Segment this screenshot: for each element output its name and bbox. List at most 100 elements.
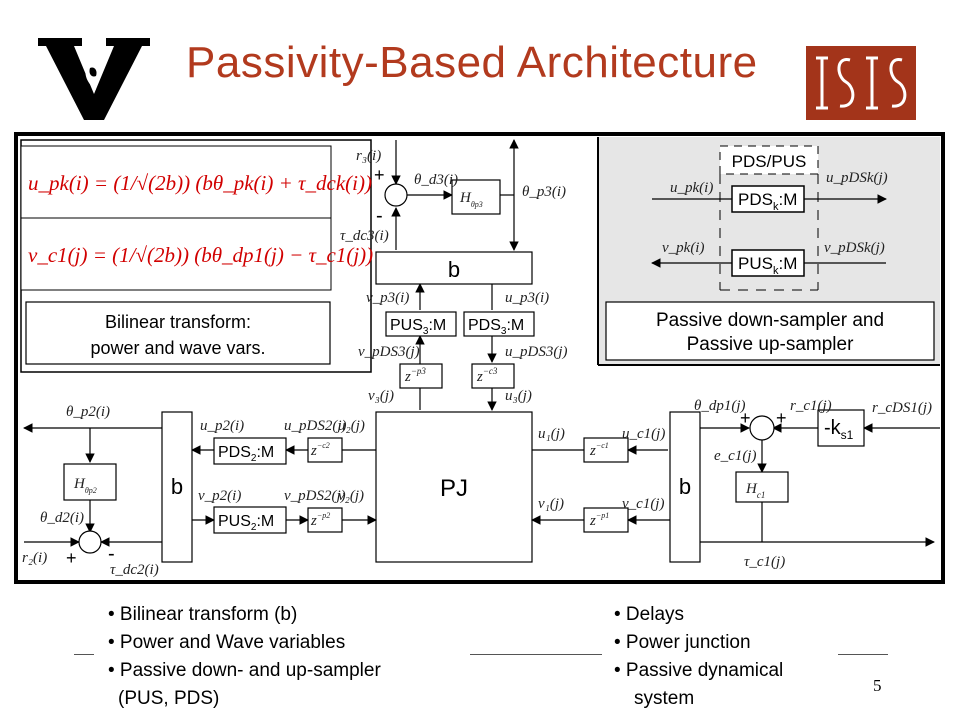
b-block-left xyxy=(161,411,193,563)
svg-text:θ_d2(i): θ_d2(i) xyxy=(40,510,84,526)
inset-caption-line1: Passive down-sampler and xyxy=(656,310,884,331)
svg-text:u_p3(i): u_p3(i) xyxy=(505,290,549,306)
b-block-top xyxy=(375,251,533,285)
bullet-right-2: • Power junction xyxy=(614,632,751,653)
h-p2-block xyxy=(63,463,117,501)
svg-text:+: + xyxy=(776,408,787,428)
delay-c2-block xyxy=(307,437,343,463)
svg-text:Hθp3: Hθp3 xyxy=(459,190,483,209)
inset-u-in-label: u_pk(i) xyxy=(670,180,713,196)
pds2-block xyxy=(213,437,287,465)
delay-p3-block xyxy=(399,363,443,389)
b-block-right xyxy=(669,411,701,563)
svg-text:u_pDS2(j): u_pDS2(j) xyxy=(284,418,347,434)
svg-text:u_c1(j): u_c1(j) xyxy=(622,426,665,442)
svg-text:-: - xyxy=(376,205,383,227)
svg-text:r₃(i): r₃(i) xyxy=(356,148,381,164)
delay-c1-block xyxy=(583,437,629,463)
delay-p1-block xyxy=(583,507,629,533)
bullet-left-1: • Bilinear transform (b) xyxy=(108,604,298,625)
delay-c3-block xyxy=(471,363,515,389)
svg-text:v_p3(i): v_p3(i) xyxy=(366,290,409,306)
svg-text:PUS3:M: PUS3:M xyxy=(390,317,446,337)
pds-pus-inset: PDS/PUS PDSk:M PUSk:M u_pk(i) u_pDSk(j) … xyxy=(597,137,940,366)
svg-text:v_c1(j): v_c1(j) xyxy=(622,496,664,512)
bullet-left-4: (PUS, PDS) xyxy=(118,688,220,709)
separator-line xyxy=(838,654,888,655)
svg-text:v₁(j): v₁(j) xyxy=(538,496,564,512)
svg-text:τ_dc2(i): τ_dc2(i) xyxy=(110,562,159,578)
svg-text:-: - xyxy=(108,543,115,565)
svg-text:z−c1: z−c1 xyxy=(589,441,609,459)
svg-text:z−c2: z−c2 xyxy=(310,441,330,459)
inset-v-out-label: v_pk(i) xyxy=(662,240,704,256)
inset-header: PDS/PUS xyxy=(732,152,807,171)
inset-caption-line2: Passive up-sampler xyxy=(687,334,855,355)
slide-number: 5 xyxy=(873,676,882,695)
svg-text:+: + xyxy=(66,548,77,568)
svg-text:θ_dp1(j): θ_dp1(j) xyxy=(694,398,746,414)
inset-u-out-label: u_pDSk(j) xyxy=(826,170,888,186)
bullet-right-4: system xyxy=(634,688,695,709)
inset-pds-label: PDSk:M xyxy=(738,190,797,213)
h-p3-block xyxy=(451,179,501,215)
svg-text:r₂(i): r₂(i) xyxy=(22,550,47,566)
bullet-right-3: • Passive dynamical xyxy=(614,660,784,681)
slide-title: Passivity-Based Architecture xyxy=(186,38,758,87)
power-junction-block xyxy=(375,411,533,563)
svg-text:PDS3:M: PDS3:M xyxy=(468,317,524,337)
pus2-block xyxy=(213,506,287,534)
svg-text:z−p1: z−p1 xyxy=(589,511,609,529)
bullet-left-3: • Passive down- and up-sampler xyxy=(108,660,381,681)
caption-line1: Bilinear transform: xyxy=(105,312,251,332)
svg-text:PUS2:M: PUS2:M xyxy=(218,513,274,533)
bullet-right-1: • Delays xyxy=(614,604,685,625)
delay-p2-block xyxy=(307,507,343,533)
separator-line xyxy=(74,654,94,655)
svg-text:τ_c1(j): τ_c1(j) xyxy=(744,554,785,570)
inset-v-in-label: v_pDSk(j) xyxy=(824,240,885,256)
vanderbilt-v-logo xyxy=(38,38,150,120)
h-c1-block xyxy=(735,471,789,503)
svg-text:Hc1: Hc1 xyxy=(745,481,765,500)
svg-text:r_cDS1(j): r_cDS1(j) xyxy=(872,400,932,416)
svg-text:b: b xyxy=(448,257,460,282)
svg-text:+: + xyxy=(374,165,385,185)
isis-logo: ISIS xyxy=(806,46,916,120)
svg-text:v_pDS3(j): v_pDS3(j) xyxy=(358,344,420,360)
svg-text:ISIS: ISIS xyxy=(860,117,862,119)
gain-ks1-block xyxy=(817,409,865,447)
svg-text:θ_p3(i): θ_p3(i) xyxy=(522,184,566,200)
svg-text:b: b xyxy=(171,474,183,499)
pds3-block xyxy=(463,311,535,337)
svg-text:-ks1: -ks1 xyxy=(824,417,854,442)
svg-text:u_p2(i): u_p2(i) xyxy=(200,418,244,434)
pus3-block xyxy=(385,311,457,337)
svg-text:u_pDS3(j): u_pDS3(j) xyxy=(505,344,568,360)
separator-line xyxy=(470,654,602,655)
svg-text:v_p2(i): v_p2(i) xyxy=(198,488,241,504)
bullet-left-2: • Power and Wave variables xyxy=(108,632,346,653)
svg-text:+: + xyxy=(740,408,751,428)
svg-text:θ_p2(i): θ_p2(i) xyxy=(66,404,110,420)
svg-text:θ_d3(i): θ_d3(i) xyxy=(414,172,458,188)
svg-text:e_c1(j): e_c1(j) xyxy=(714,448,756,464)
svg-text:v_pDS2(j): v_pDS2(j) xyxy=(284,488,346,504)
svg-text:v₃(j): v₃(j) xyxy=(368,388,394,404)
svg-text:z−p3: z−p3 xyxy=(404,366,426,385)
equation-vc1: v_c1(j) = (1/√(2b)) (bθ_dp1(j) − τ_c1(j)… xyxy=(28,243,373,267)
svg-text:v₂(j): v₂(j) xyxy=(338,488,364,504)
svg-text:z−p2: z−p2 xyxy=(310,511,330,529)
svg-text:z−c3: z−c3 xyxy=(476,366,498,385)
svg-text:PJ: PJ xyxy=(440,475,468,502)
svg-text:PDS2:M: PDS2:M xyxy=(218,444,274,464)
caption-line2: power and wave vars. xyxy=(90,338,265,358)
svg-text:b: b xyxy=(679,474,691,499)
svg-text:τ_dc3(i): τ_dc3(i) xyxy=(340,228,389,244)
svg-text:u₃(j): u₃(j) xyxy=(505,388,532,404)
svg-text:u₂(j): u₂(j) xyxy=(338,418,365,434)
equations-panel: u_pk(i) = (1/√(2b)) (bθ_pk(i) + τ_dck(i)… xyxy=(20,139,373,373)
svg-text:u₁(j): u₁(j) xyxy=(538,426,565,442)
equation-upk: u_pk(i) = (1/√(2b)) (bθ_pk(i) + τ_dck(i)… xyxy=(28,171,372,195)
